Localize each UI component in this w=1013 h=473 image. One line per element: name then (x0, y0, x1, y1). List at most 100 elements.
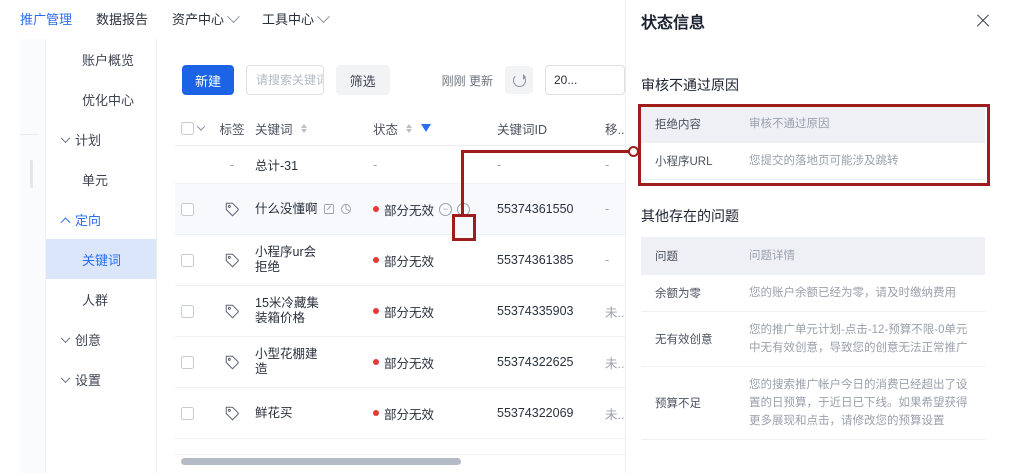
issue-row-value: 您的推广单元计划-点击-12-预算不限-0单元中无有效创意，导致您的创意无法正常… (735, 311, 985, 367)
sidebar-item-creative[interactable]: 创意 (46, 319, 156, 359)
header-tag[interactable]: 标签 (219, 122, 245, 137)
row-checkbox[interactable] (181, 202, 194, 216)
row-status-cell: 部分无效 (373, 404, 497, 423)
header-status-label: 状态 (373, 122, 399, 137)
chevron-up-icon (60, 216, 71, 227)
chevron-down-icon[interactable] (196, 122, 206, 131)
other-issues-section-title: 其他存在的问题 (641, 208, 739, 224)
row-keyword-text: 什么没懂啊 (255, 201, 318, 216)
header-status[interactable]: 状态 (373, 119, 497, 138)
row-status-cell: 部分无效 (373, 353, 497, 372)
topnav-item-promotion[interactable]: 推广管理 (8, 0, 84, 39)
status-dot-icon (373, 359, 379, 365)
tag-icon[interactable] (225, 253, 240, 268)
sort-icon[interactable] (406, 123, 413, 133)
sidebar-item-label: 关键词 (82, 252, 122, 268)
sidebar-item-audience[interactable]: 人群 (46, 279, 156, 319)
main-content: 新建 筛选 刚刚 更新 20... 标签 (157, 39, 625, 473)
issue-row-value: 您的账户余额已经为零，请及时缴纳费用 (735, 275, 985, 312)
row-checkbox[interactable] (181, 304, 194, 318)
tag-icon[interactable] (225, 355, 240, 370)
minus-circle-icon[interactable]: − (439, 202, 453, 216)
sidebar-item-targeting[interactable]: 定向 (46, 199, 156, 239)
row-more: - (605, 202, 610, 216)
refresh-button[interactable] (505, 66, 533, 94)
row-checkbox[interactable] (181, 406, 194, 420)
row-keyword-text: 15米冷藏集装箱价格 (255, 296, 319, 325)
sidebar-item-plan[interactable]: 计划 (46, 119, 156, 159)
panel-title: 状态信息 (641, 15, 706, 32)
sidebar-item-optimization-center[interactable]: 优化中心 (46, 79, 156, 119)
row-tag-cell (209, 253, 255, 268)
tag-icon[interactable] (225, 304, 240, 319)
row-keyword-id: 55374322069 (497, 406, 574, 420)
topnav-item-tools[interactable]: 工具中心 (250, 0, 340, 39)
search-box[interactable] (246, 65, 324, 95)
row-select-cell (175, 304, 209, 318)
row-status-text: 部分无效 (384, 254, 435, 269)
header-keyword-id[interactable]: 关键词ID (497, 122, 548, 137)
row-select-cell (175, 406, 209, 420)
sidebar-item-settings[interactable]: 设置 (46, 359, 156, 399)
header-more-column[interactable]: 移... (605, 122, 625, 137)
date-range-field[interactable]: 20... (545, 65, 625, 95)
topnav-item-reports[interactable]: 数据报告 (84, 0, 160, 39)
close-icon[interactable] (975, 13, 991, 29)
status-dot-icon (373, 257, 379, 263)
horizontal-scrollbar-track[interactable] (175, 454, 625, 468)
sidebar-item-label: 创意 (75, 332, 102, 348)
header-keyword[interactable]: 关键词 (255, 119, 373, 138)
other-issues-table: 问题 问题详情 余额为零 您的账户余额已经为零，请及时缴纳费用 无有效创意 您的… (641, 237, 985, 440)
sort-icon[interactable] (300, 123, 307, 133)
topnav-item-assets[interactable]: 资产中心 (160, 0, 250, 39)
new-button[interactable]: 新建 (182, 65, 235, 95)
table-row[interactable]: 小程序ur会拒绝 部分无效 55374361385 - (175, 235, 625, 286)
table-row[interactable]: 小型花棚建造 部分无效 55374322625 未... (175, 337, 625, 388)
chart-icon[interactable] (340, 203, 352, 215)
total-keyword: 总计-31 (255, 159, 299, 173)
row-keyword-id: 55374361385 (497, 253, 574, 267)
sidebar-item-account-overview[interactable]: 账户概览 (46, 39, 156, 79)
row-more: 未... (605, 356, 625, 371)
keywords-table: 标签 关键词 状态 关键词ID 移... - 总计-31 - - (175, 111, 625, 439)
sidebar-item-label: 账户概览 (82, 52, 135, 68)
table-row: 预算不足 您的搜索推广帐户今日的消费已经超出了设置的日预算，于近日已下线。如果希… (641, 366, 985, 440)
row-select-cell (175, 253, 209, 267)
reject-row-value: 您提交的落地页可能涉及跳转 (735, 143, 985, 180)
chevron-down-icon (60, 332, 71, 343)
row-checkbox[interactable] (181, 355, 194, 369)
reject-table-header-row: 拒绝内容 审核不通过原因 (641, 105, 985, 143)
table-total-row: - 总计-31 - - - (175, 146, 625, 184)
tag-icon[interactable] (225, 202, 240, 217)
row-select-cell (175, 202, 209, 216)
reject-row-key: 小程序URL (641, 143, 735, 180)
info-circle-icon[interactable]: ! (457, 202, 471, 216)
sidebar-item-label: 计划 (75, 132, 102, 148)
edit-icon[interactable] (323, 203, 335, 215)
table-row[interactable]: 15米冷藏集装箱价格 部分无效 55374335903 未... (175, 286, 625, 337)
table-header-row: 标签 关键词 状态 关键词ID 移... (175, 111, 625, 146)
topnav-label: 推广管理 (20, 12, 73, 27)
header-keyword-label: 关键词 (255, 122, 293, 137)
horizontal-scrollbar-thumb[interactable] (181, 458, 461, 465)
issue-row-key: 余额为零 (641, 275, 735, 312)
table-row[interactable]: 鲜花买 部分无效 55374322069 未... (175, 388, 625, 439)
select-all-checkbox[interactable] (181, 121, 194, 135)
filter-button[interactable]: 筛选 (335, 65, 390, 95)
row-status-text: 部分无效 (384, 356, 435, 371)
status-info-panel: 状态信息 审核不通过原因 拒绝内容 审核不通过原因 小程序URL 您提交的落地页… (625, 0, 1013, 473)
row-keyword-id: 55374322625 (497, 355, 574, 369)
filter-icon[interactable] (421, 124, 432, 132)
refresh-icon (512, 73, 526, 87)
search-input[interactable] (254, 72, 323, 88)
table-row[interactable]: 什么没懂啊 部分无效 − ! 55374361550 - (175, 184, 625, 235)
row-status-text: 部分无效 (384, 305, 435, 320)
issue-row-key: 预算不足 (641, 366, 735, 440)
sidebar-item-label: 单元 (82, 172, 109, 188)
sidebar-item-unit[interactable]: 单元 (46, 159, 156, 199)
rail-collapse-handle[interactable] (30, 160, 33, 188)
tag-icon[interactable] (225, 406, 240, 421)
row-checkbox[interactable] (181, 253, 194, 267)
sidebar-item-keyword[interactable]: 关键词 (46, 239, 156, 279)
